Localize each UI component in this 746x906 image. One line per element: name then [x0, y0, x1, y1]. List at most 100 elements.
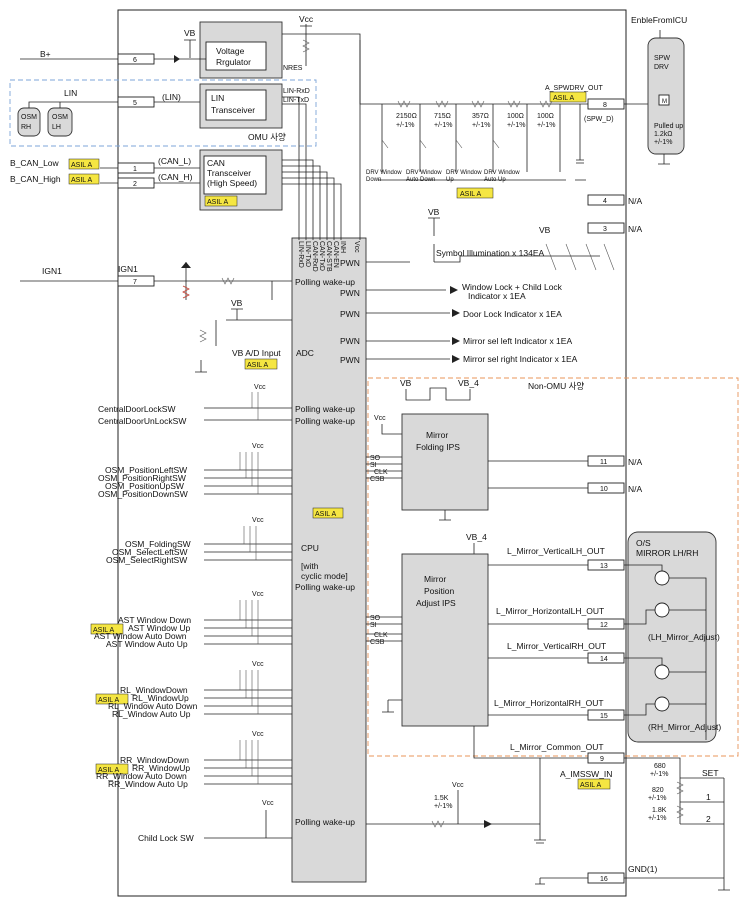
module-outline	[117, 9, 627, 897]
nonomu-vb4: VB_4	[458, 378, 479, 388]
pin-11-na: N/A	[628, 457, 643, 467]
ladder-verticals	[381, 104, 581, 172]
pin-16-label: 16	[600, 876, 608, 883]
vcc-label: Vcc	[262, 800, 274, 807]
rl-pullups	[239, 670, 259, 714]
can-to-cpu	[282, 159, 342, 240]
osm-sel-wires	[204, 543, 292, 561]
can-low-label: B_CAN_Low	[10, 158, 60, 168]
pin-3-na: N/A	[628, 224, 643, 234]
sw-rr: RR_Window Auto Down	[96, 771, 187, 781]
folding-ground	[439, 510, 451, 521]
lin-txd: LIN-TxD	[283, 97, 309, 104]
vcc-top: Vcc	[299, 14, 314, 24]
rl-wires	[204, 689, 292, 715]
child-lock-wire	[204, 810, 292, 839]
cpu-pwn-3: PWN	[340, 309, 360, 319]
rr-pullups	[239, 740, 259, 784]
res-tol: +/-1%	[396, 122, 414, 129]
sw-label: DRV Window	[366, 170, 402, 176]
r820-2: +/-1%	[648, 795, 666, 802]
folding-vcc	[381, 424, 402, 435]
asil-label: ASIL A	[580, 782, 601, 789]
adjust-spi-wires	[366, 616, 402, 642]
cpu-pin-label: CAN-RxD	[311, 241, 318, 272]
lin-label: LIN	[64, 88, 77, 98]
osm-rh-line2: RH	[21, 124, 31, 131]
adjust-ips-block	[401, 553, 489, 727]
mirror-block	[627, 531, 717, 743]
diode-icon	[174, 55, 180, 63]
res-tol: +/-1%	[434, 122, 452, 129]
imssw-ground	[534, 839, 546, 844]
spi-si: SI	[370, 462, 377, 469]
motor-icon	[658, 94, 670, 106]
regulator-out	[282, 33, 361, 240]
lin-rxd: LIN-RxD	[283, 88, 310, 95]
pin-7-label: 7	[133, 279, 137, 286]
sw-label: DRV Window	[406, 170, 442, 176]
cpu-cyclic: cyclic mode]	[301, 571, 348, 581]
central-pullups	[251, 392, 259, 420]
vb-ad-ground	[195, 360, 207, 373]
resistor-zigzag	[431, 820, 445, 828]
asil-label: ASIL A	[71, 162, 92, 169]
adjust-vb4: VB_4	[466, 532, 487, 542]
res-value: 715Ω	[434, 113, 451, 120]
sw-ast: AST Window Auto Down	[94, 631, 187, 641]
symbol-wire	[366, 244, 600, 263]
spw-pulled-1: Pulled up	[654, 123, 683, 130]
cpu-block	[291, 237, 367, 883]
asil-badge	[549, 91, 587, 103]
vb-ad-wires	[215, 308, 292, 346]
cpu-pwn-5: PWN	[340, 355, 360, 365]
r680-2: +/-1%	[650, 771, 668, 778]
vcc-label: Vcc	[252, 517, 264, 524]
ind-symbol: Symbol Illumination x 134EA	[436, 248, 545, 258]
sw-rl: RL_WindowDown	[120, 685, 188, 695]
spw-out-label: A_SPWDRV_OUT	[545, 85, 604, 92]
out-label: L_Mirror_HorizontalLH_OUT	[496, 606, 604, 616]
bplus-label: B+	[40, 49, 51, 59]
cpu-with: [with	[301, 561, 319, 571]
sw-osm-sel: OSM_SelectRightSW	[106, 555, 187, 565]
lh-adjust: (LH_Mirror_Adjust)	[648, 632, 720, 642]
vb-ad-vb: VB	[231, 298, 243, 308]
r1k8-1: 1.8K	[652, 807, 667, 814]
resistor-zigzag	[221, 277, 235, 285]
folding-line1: Mirror	[426, 430, 448, 440]
led-strokes	[545, 243, 615, 271]
vb-switch	[405, 387, 471, 401]
vb-rail	[184, 39, 196, 58]
nres-label: NRES	[283, 65, 303, 72]
res-value: 357Ω	[472, 113, 489, 120]
mirror-motors	[624, 564, 707, 740]
pin-10	[587, 482, 625, 494]
ind-vb: VB	[428, 207, 440, 217]
vcc-rail	[300, 24, 312, 66]
asil-label: ASIL A	[207, 199, 228, 206]
spw-pulled-2: 1.2kΩ	[654, 131, 672, 138]
osm-lh-line1: OSM	[52, 114, 68, 121]
sw-label: Down	[366, 177, 381, 183]
vcc-label: Vcc	[252, 731, 264, 738]
r1k8-2: +/-1%	[648, 815, 666, 822]
can-trx-line1: CAN	[207, 158, 225, 168]
pin-3	[587, 222, 625, 234]
spi-si: SI	[370, 622, 377, 629]
resistor-zigzag	[435, 100, 449, 108]
can-l-label: (CAN_L)	[158, 156, 191, 166]
motor-wires	[624, 564, 707, 740]
asil-badge	[68, 173, 100, 185]
adjust-line2: Position	[424, 586, 455, 596]
pin-3-label: 3	[603, 226, 607, 233]
spi-clk: CLK	[374, 632, 388, 639]
asil-label: ASIL A	[93, 627, 114, 634]
pin-10-na: N/A	[628, 484, 643, 494]
sw-central: CentralDoorLockSW	[98, 404, 175, 414]
can-trx-line3: (High Speed)	[207, 178, 257, 188]
common-out: L_Mirror_Common_OUT	[510, 742, 604, 752]
r680-1: 680	[654, 763, 666, 770]
diode-icon	[181, 262, 191, 268]
res-tol: +/-1%	[537, 122, 555, 129]
